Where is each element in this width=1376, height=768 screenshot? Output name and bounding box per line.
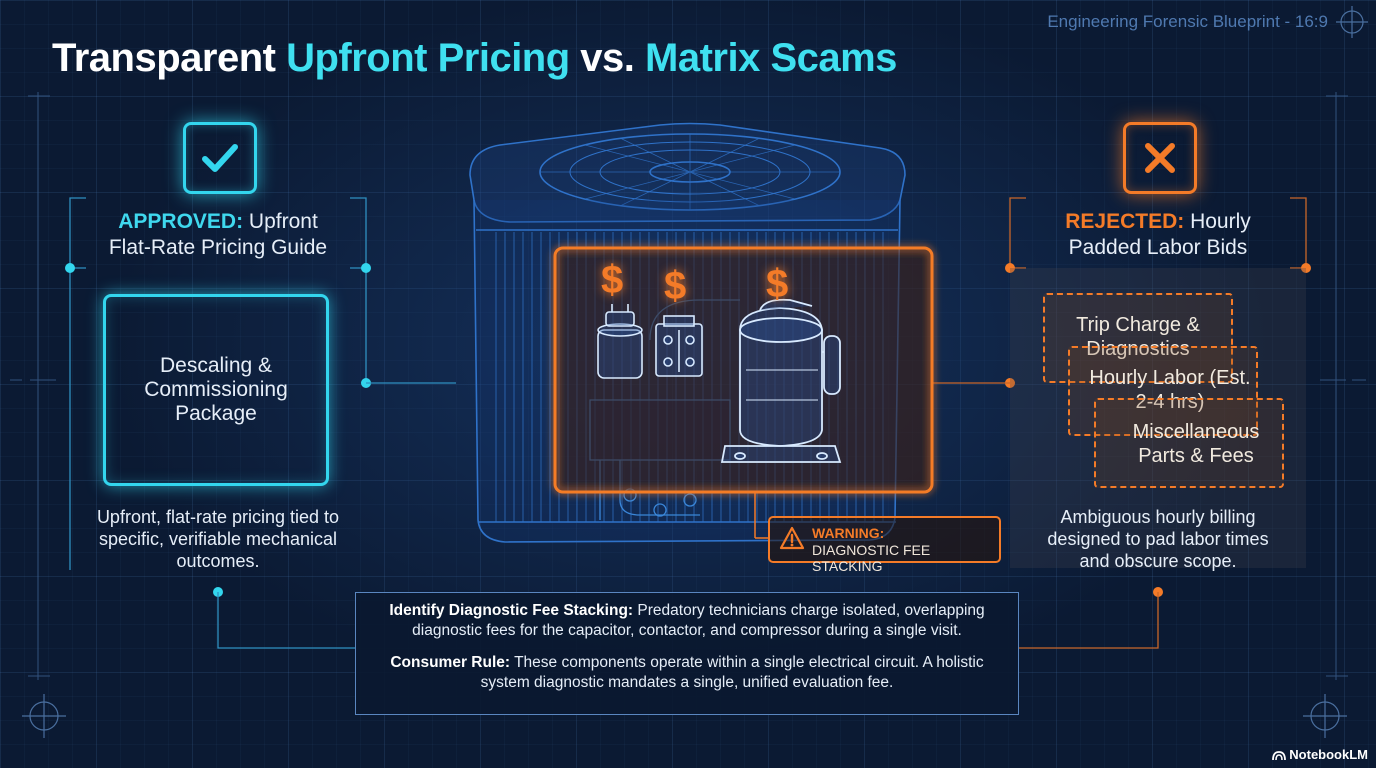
approved-tag: APPROVED: [118, 210, 244, 233]
approved-heading: APPROVED: Upfront Flat-Rate Pricing Guid… [90, 209, 346, 261]
fee-box-label: Miscellaneous Parts & Fees [1132, 421, 1260, 467]
crosshair-bottom-right-icon [1303, 694, 1347, 738]
crosshair-top-right-icon [1336, 6, 1368, 38]
fee-box-trip-charge: Trip Charge & Diagnostics [1043, 293, 1233, 383]
notebooklm-logo-icon [1272, 751, 1287, 761]
title-part-3: vs. [569, 36, 646, 80]
compressor-icon [720, 298, 842, 463]
dollar-sign-capacitor: $ [601, 258, 624, 302]
brand-name: NotebookLM [1289, 747, 1368, 762]
checkmark-icon [202, 144, 238, 172]
info-p2-text: These components operate within a single… [480, 654, 984, 691]
fee-box-misc-parts: Miscellaneous Parts & Fees [1094, 398, 1284, 488]
approved-description: Upfront, flat-rate pricing tied to speci… [96, 507, 340, 571]
right-ruler [1320, 92, 1366, 680]
left-ruler [10, 92, 56, 680]
left-bracket [69, 197, 367, 570]
crosshair-bottom-left-icon [22, 694, 66, 738]
fee-box-hourly-labor: Hourly Labor (Est. 2-4 hrs) [1068, 346, 1258, 436]
rejected-heading-line2: Padded Labor Bids [1068, 236, 1248, 259]
contactor-icon [655, 315, 703, 377]
dollar-sign-compressor: $ [766, 262, 789, 306]
fee-box-label: Hourly Labor (Est. 2-4 hrs) [1089, 367, 1251, 413]
rejected-tag: REJECTED: [1065, 210, 1185, 233]
dollar-sign-contactor: $ [664, 264, 687, 308]
package-label: Descaling & Commissioning Package [144, 354, 288, 425]
approved-heading-rest: Upfront [243, 210, 318, 233]
info-box: Identify Diagnostic Fee Stacking: Predat… [355, 592, 1019, 715]
title-part-1: Transparent [52, 36, 287, 80]
x-mark-icon [1145, 143, 1175, 173]
fee-box-label: Trip Charge & Diagnostics [1076, 314, 1200, 360]
component-highlight-frame [553, 246, 934, 494]
rejected-heading-rest: Hourly [1184, 210, 1251, 233]
title-part-4: Matrix Scams [645, 36, 897, 80]
corner-tag: Engineering Forensic Blueprint - 16:9 [1047, 12, 1328, 31]
capacitor-icon [597, 304, 643, 379]
rejected-description: Ambiguous hourly billing designed to pad… [1047, 507, 1269, 571]
page-title: Transparent Upfront Pricing vs. Matrix S… [52, 36, 897, 81]
warning-title: WARNING: [812, 525, 885, 541]
warning-text: DIAGNOSTIC FEE STACKING [812, 542, 931, 574]
info-p1-text: Predatory technicians charge isolated, o… [412, 602, 985, 639]
approved-badge [183, 122, 257, 194]
approved-heading-line2: Flat-Rate Pricing Guide [108, 236, 328, 259]
warning-triangle-icon [779, 526, 805, 550]
title-part-2: Upfront Pricing [286, 36, 570, 80]
warning-callout: WARNING: DIAGNOSTIC FEE STACKING [768, 516, 1001, 574]
brand-logo: NotebookLM [1272, 747, 1368, 762]
info-p2-bold: Consumer Rule: [390, 654, 511, 671]
right-bracket [1009, 197, 1307, 269]
rejected-badge [1123, 122, 1197, 194]
rejected-heading: REJECTED: Hourly Padded Labor Bids [1030, 209, 1286, 261]
package-box: Descaling & Commissioning Package [103, 294, 329, 486]
info-p1-bold: Identify Diagnostic Fee Stacking: [389, 602, 634, 619]
